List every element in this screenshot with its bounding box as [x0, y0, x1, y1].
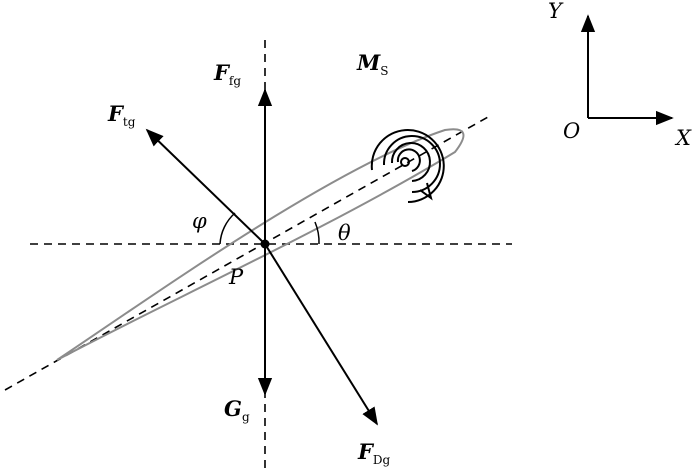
label-gravity-gg: Gg [224, 396, 250, 424]
phi-angle-arc [219, 212, 236, 245]
label-moment-ms: MS [356, 50, 388, 78]
coordinate-axes [580, 14, 674, 126]
axis-label-x: X [674, 126, 692, 150]
force-dg-arrow [264, 243, 378, 426]
theta-angle-arc [314, 221, 320, 245]
body-axis-dashed-line [4, 116, 489, 391]
label-force-dg: FDg [357, 439, 391, 467]
point-p [260, 239, 270, 249]
label-theta: θ [338, 221, 351, 245]
label-force-fg: Ffg [213, 60, 241, 88]
axis-label-y: Y [548, 0, 564, 23]
moment-spiral-icon [370, 129, 445, 203]
label-phi: φ [192, 209, 207, 233]
label-force-tg: Ftg [107, 101, 136, 129]
axis-label-origin: O [563, 119, 580, 143]
label-point-p: P [228, 265, 244, 289]
body-outline [56, 128, 465, 361]
force-tg-arrow [145, 128, 266, 245]
